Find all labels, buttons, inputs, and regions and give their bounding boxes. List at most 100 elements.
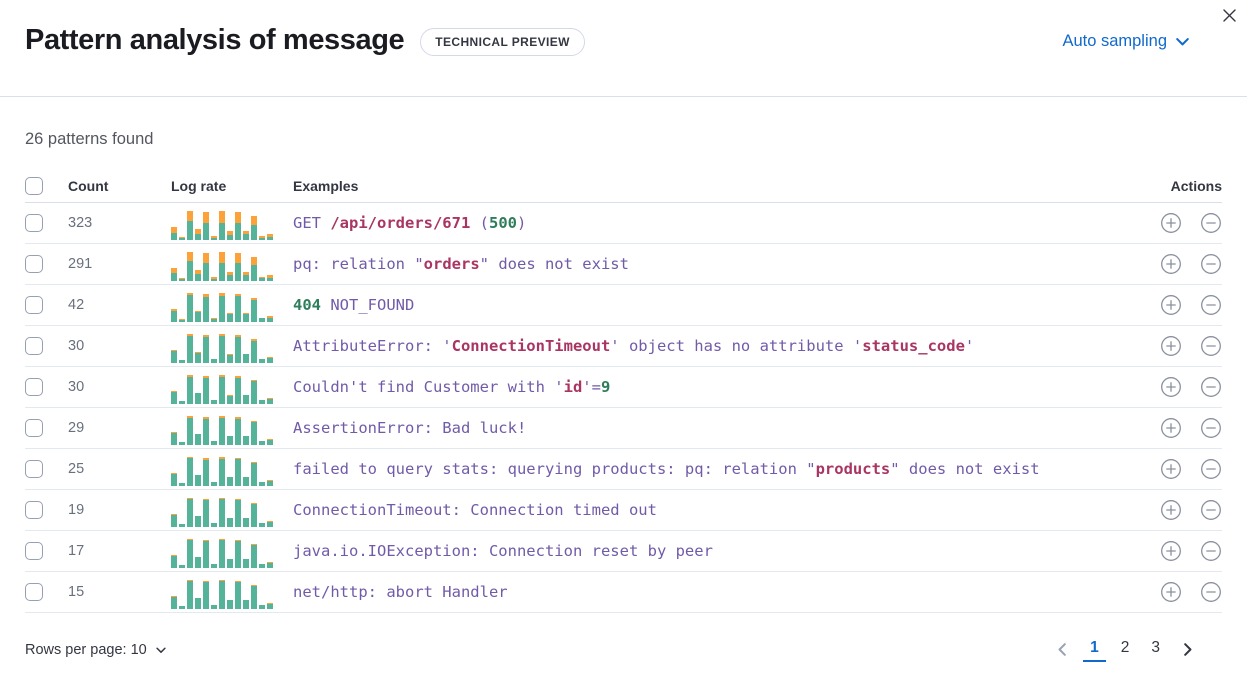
sparkline-bar (211, 236, 217, 240)
filter-out-button[interactable] (1200, 499, 1222, 521)
sparkline-bar (203, 540, 209, 568)
example-segment: ( (470, 214, 489, 232)
sparkline-bar (251, 544, 257, 568)
bar-pattern-segment (235, 540, 241, 541)
sparkline-bar (179, 606, 185, 609)
sparkline-bar (235, 540, 241, 568)
sparkline-bar (235, 335, 241, 363)
log-rate-cell (171, 291, 293, 325)
filter-in-button[interactable] (1160, 376, 1182, 398)
bar-pattern-segment (219, 375, 225, 377)
sampling-dropdown[interactable]: Auto sampling (1056, 31, 1197, 52)
sparkline-bar (195, 270, 201, 281)
bar-total-segment (219, 418, 225, 445)
log-rate-cell (171, 209, 293, 243)
bar-pattern-segment (219, 580, 225, 581)
filter-out-button[interactable] (1200, 540, 1222, 562)
bar-pattern-segment (251, 257, 257, 265)
bar-pattern-segment (235, 335, 241, 337)
bar-total-segment (251, 463, 257, 486)
bar-pattern-segment (251, 339, 257, 341)
row-actions-cell (1130, 253, 1222, 275)
bar-total-segment (171, 392, 177, 404)
filter-out-button[interactable] (1200, 458, 1222, 480)
sparkline-bar (171, 514, 177, 527)
bar-pattern-segment (171, 473, 177, 474)
sparkline-bar (171, 432, 177, 445)
filter-in-button[interactable] (1160, 294, 1182, 316)
bar-total-segment (235, 419, 241, 445)
bar-pattern-segment (259, 277, 265, 278)
row-checkbox-cell (25, 542, 68, 560)
sparkline-bar (211, 605, 217, 609)
sparkline-bar (235, 458, 241, 486)
bar-total-segment (227, 518, 233, 527)
bar-pattern-segment (203, 581, 209, 582)
bar-pattern-segment (187, 252, 193, 261)
filter-out-button[interactable] (1200, 581, 1222, 603)
page-3-button[interactable]: 3 (1144, 637, 1167, 662)
example-segment: Couldn't find Customer with ' (293, 378, 564, 396)
row-checkbox[interactable] (25, 296, 43, 314)
row-checkbox-cell (25, 255, 68, 273)
bar-total-segment (243, 275, 249, 281)
bar-pattern-segment (195, 270, 201, 274)
filter-out-button[interactable] (1200, 417, 1222, 439)
filter-in-button[interactable] (1160, 540, 1182, 562)
filter-in-button[interactable] (1160, 581, 1182, 603)
row-checkbox[interactable] (25, 501, 43, 519)
rows-per-page-button[interactable]: Rows per page: 10 (25, 642, 168, 658)
chevron-down-icon (1176, 38, 1189, 46)
select-all-checkbox[interactable] (25, 176, 43, 195)
filter-in-button[interactable] (1160, 458, 1182, 480)
close-icon (1223, 9, 1236, 22)
next-page-button[interactable] (1175, 639, 1200, 660)
example-segment: pq: relation " (293, 255, 424, 273)
log-rate-cell (171, 496, 293, 530)
filter-in-button[interactable] (1160, 212, 1182, 234)
bar-total-segment (211, 279, 217, 281)
sparkline-bar (267, 562, 273, 568)
sparkline-bar (179, 565, 185, 568)
bar-total-segment (227, 436, 233, 445)
filter-in-button[interactable] (1160, 417, 1182, 439)
filter-in-button[interactable] (1160, 335, 1182, 357)
bar-total-segment (259, 605, 265, 609)
row-checkbox[interactable] (25, 378, 43, 396)
row-checkbox[interactable] (25, 255, 43, 273)
sparkline-bar (259, 482, 265, 486)
sparkline-bar (219, 252, 225, 281)
bar-pattern-segment (195, 229, 201, 234)
filter-in-button[interactable] (1160, 499, 1182, 521)
filter-out-button[interactable] (1200, 335, 1222, 357)
filter-out-button[interactable] (1200, 253, 1222, 275)
row-checkbox[interactable] (25, 583, 43, 601)
sparkline-bar (259, 564, 265, 568)
bar-pattern-segment (203, 458, 209, 460)
row-checkbox[interactable] (25, 337, 43, 355)
close-button[interactable] (1215, 1, 1244, 30)
sparkline-bar (251, 585, 257, 609)
sparkline-bar (227, 559, 233, 568)
page-1-button[interactable]: 1 (1083, 637, 1106, 662)
filter-out-button[interactable] (1200, 212, 1222, 234)
bar-pattern-segment (267, 562, 273, 563)
filter-in-button[interactable] (1160, 253, 1182, 275)
bar-pattern-segment (203, 212, 209, 223)
row-checkbox-cell (25, 214, 68, 232)
row-checkbox[interactable] (25, 542, 43, 560)
row-checkbox[interactable] (25, 214, 43, 232)
filter-out-button[interactable] (1200, 294, 1222, 316)
page-2-button[interactable]: 2 (1114, 637, 1137, 662)
bar-total-segment (211, 523, 217, 527)
column-header-examples: Examples (293, 177, 359, 194)
sparkline-bar (195, 352, 201, 363)
bar-total-segment (203, 541, 209, 568)
row-checkbox[interactable] (25, 460, 43, 478)
row-checkbox[interactable] (25, 419, 43, 437)
prev-page-button[interactable] (1050, 639, 1075, 660)
filter-out-button[interactable] (1200, 376, 1222, 398)
pattern-example: ConnectionTimeout: Connection timed out (293, 501, 1130, 519)
